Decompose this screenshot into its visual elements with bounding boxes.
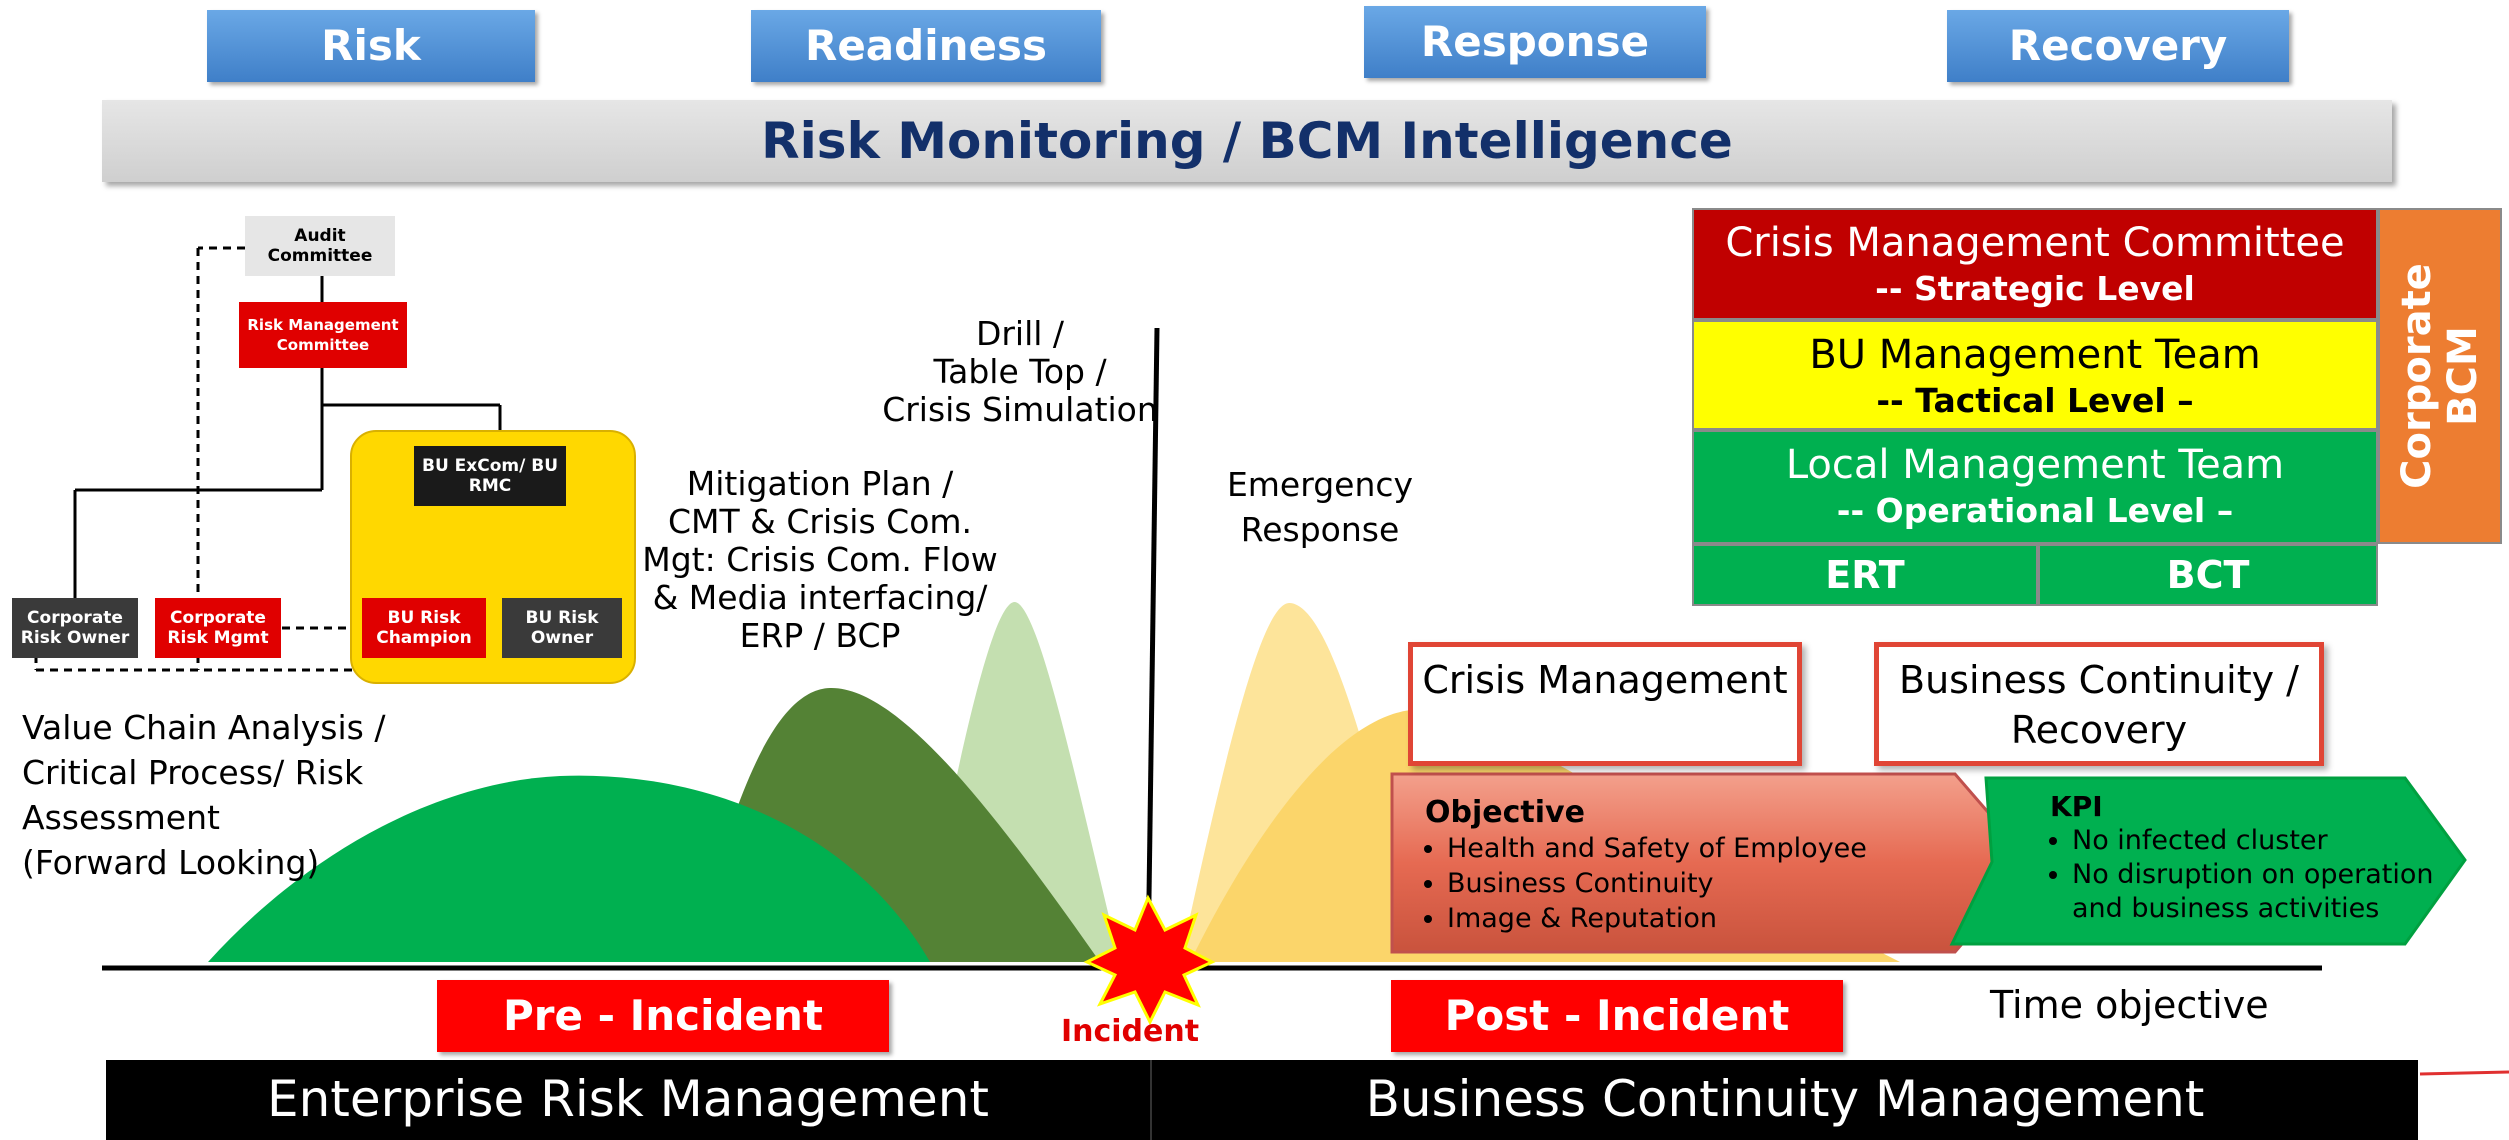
objective-item: Health and Safety of Employee <box>1447 831 1985 866</box>
objective-title: Objective <box>1425 795 1585 830</box>
emergency-line: Emergency <box>1226 465 1414 504</box>
mitigation-line: & Media interfacing/ <box>652 578 988 617</box>
incident-starburst <box>1083 894 1216 1026</box>
drill-text: Drill / Table Top / Crisis Simulation <box>880 315 1160 429</box>
tier-name: BU Management Team <box>1809 332 2261 378</box>
team-bct: BCT <box>2038 544 2378 606</box>
value-chain-line: Assessment <box>22 798 220 837</box>
mitigation-line: Mitigation Plan / <box>686 464 954 503</box>
erm-bar: Enterprise Risk Management <box>106 1060 1150 1140</box>
time-objective-label: Time objective <box>1990 983 2269 1027</box>
value-chain-line: Critical Process/ Risk <box>22 753 364 792</box>
objective-block: Objective Health and Safety of Employee … <box>1425 795 1985 936</box>
corp-risk-owner-box: Corporate Risk Owner <box>12 598 138 658</box>
phase-risk: Risk <box>207 10 535 82</box>
drill-line: Crisis Simulation <box>882 390 1158 429</box>
mitigation-line: ERP / BCP <box>739 616 901 655</box>
risk-mgmt-committee-box: Risk Management Committee <box>239 302 407 368</box>
emergency-text: Emergency Response <box>1200 462 1440 552</box>
kpi-item: No disruption on operation and business … <box>2072 858 2450 926</box>
tier-strategic: Crisis Management Committee -- Strategic… <box>1692 208 2378 320</box>
objective-item: Business Continuity <box>1447 866 1985 901</box>
crisis-management-box: Crisis Management <box>1408 642 1802 766</box>
objective-item: Image & Reputation <box>1447 901 1985 936</box>
tier-name: Crisis Management Committee <box>1725 220 2345 266</box>
bu-excom-box: BU ExCom/ BU RMC <box>414 446 566 506</box>
phase-readiness: Readiness <box>751 10 1101 82</box>
incident-divider <box>1145 327 1160 969</box>
phase-response: Response <box>1364 6 1706 78</box>
emergency-line: Response <box>1240 510 1400 549</box>
tier-level: -- Operational Level – <box>1836 491 2234 530</box>
corp-risk-mgmt-box: Corporate Risk Mgmt <box>155 598 281 658</box>
bcm-bar: Business Continuity Management <box>1150 1060 2418 1140</box>
audit-committee-box: Audit Committee <box>245 216 395 276</box>
bu-risk-champion-box: BU Risk Champion <box>362 598 486 658</box>
post-incident-bar: Post - Incident <box>1391 980 1843 1052</box>
bu-risk-owner-box: BU Risk Owner <box>502 598 622 658</box>
drill-line: Drill / <box>975 314 1065 353</box>
mitigation-line: Mgt: Crisis Com. Flow <box>642 540 998 579</box>
incident-label: Incident <box>1060 1014 1200 1049</box>
kpi-title: KPI <box>2050 790 2103 823</box>
value-chain-text: Value Chain Analysis / Critical Process/… <box>22 705 442 885</box>
tier-tactical: BU Management Team -- Tactical Level – <box>1692 320 2378 430</box>
corporate-bcm-panel: Corporate BCM <box>2378 208 2502 544</box>
hill-value-chain <box>208 775 930 962</box>
business-continuity-box: Business Continuity / Recovery <box>1874 642 2324 766</box>
tier-level: -- Tactical Level – <box>1876 381 2194 420</box>
drill-line: Table Top / <box>933 352 1107 391</box>
tier-operational: Local Management Team -- Operational Lev… <box>1692 430 2378 544</box>
value-chain-line: Value Chain Analysis / <box>22 708 386 747</box>
kpi-item: No infected cluster <box>2072 824 2450 858</box>
value-chain-line: (Forward Looking) <box>22 843 320 882</box>
mitigation-text: Mitigation Plan / CMT & Crisis Com. Mgt:… <box>630 465 1010 655</box>
kpi-arrow-shape <box>1949 776 2467 946</box>
tier-level: -- Strategic Level <box>1875 269 2195 308</box>
phase-recovery: Recovery <box>1947 10 2289 82</box>
kpi-block: KPI No infected cluster No disruption on… <box>2050 790 2450 926</box>
intelligence-band: Risk Monitoring / BCM Intelligence <box>102 100 2392 182</box>
mitigation-line: CMT & Crisis Com. <box>667 502 973 541</box>
tier-name: Local Management Team <box>1785 442 2285 488</box>
pre-incident-bar: Pre - Incident <box>437 980 889 1052</box>
corporate-bcm-label: Corporate BCM <box>2394 263 2486 489</box>
team-ert: ERT <box>1692 544 2038 606</box>
